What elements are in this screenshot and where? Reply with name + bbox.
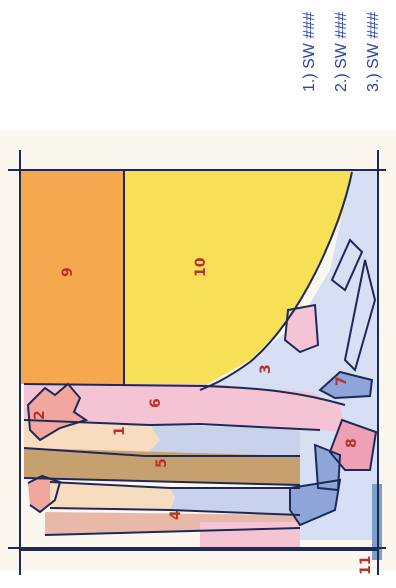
legend: 1.) SW ### 2.) SW ### 3.) SW ### [301, 12, 382, 92]
region-1-label: 1 [112, 426, 128, 436]
region-4-label: 4 [168, 510, 184, 520]
region-5-label: 5 [154, 458, 170, 468]
legend-item-2: 2.) SW ### [333, 12, 350, 92]
region-2-label: 2 [32, 410, 48, 420]
region-5-lower-fill [200, 522, 300, 548]
region-11-label: 11 [358, 556, 374, 575]
legend-item-1: 1.) SW ### [301, 12, 318, 92]
region-3-upper-fill [145, 425, 300, 456]
region-3-label: 3 [258, 364, 274, 374]
region-6-label: 6 [148, 398, 164, 408]
region-10-label: 10 [193, 257, 209, 277]
region-7-label: 7 [334, 376, 350, 386]
region-8-label: 8 [344, 438, 360, 448]
region-9-label: 9 [60, 267, 76, 277]
legend-item-3: 3.) SW ### [365, 12, 382, 92]
